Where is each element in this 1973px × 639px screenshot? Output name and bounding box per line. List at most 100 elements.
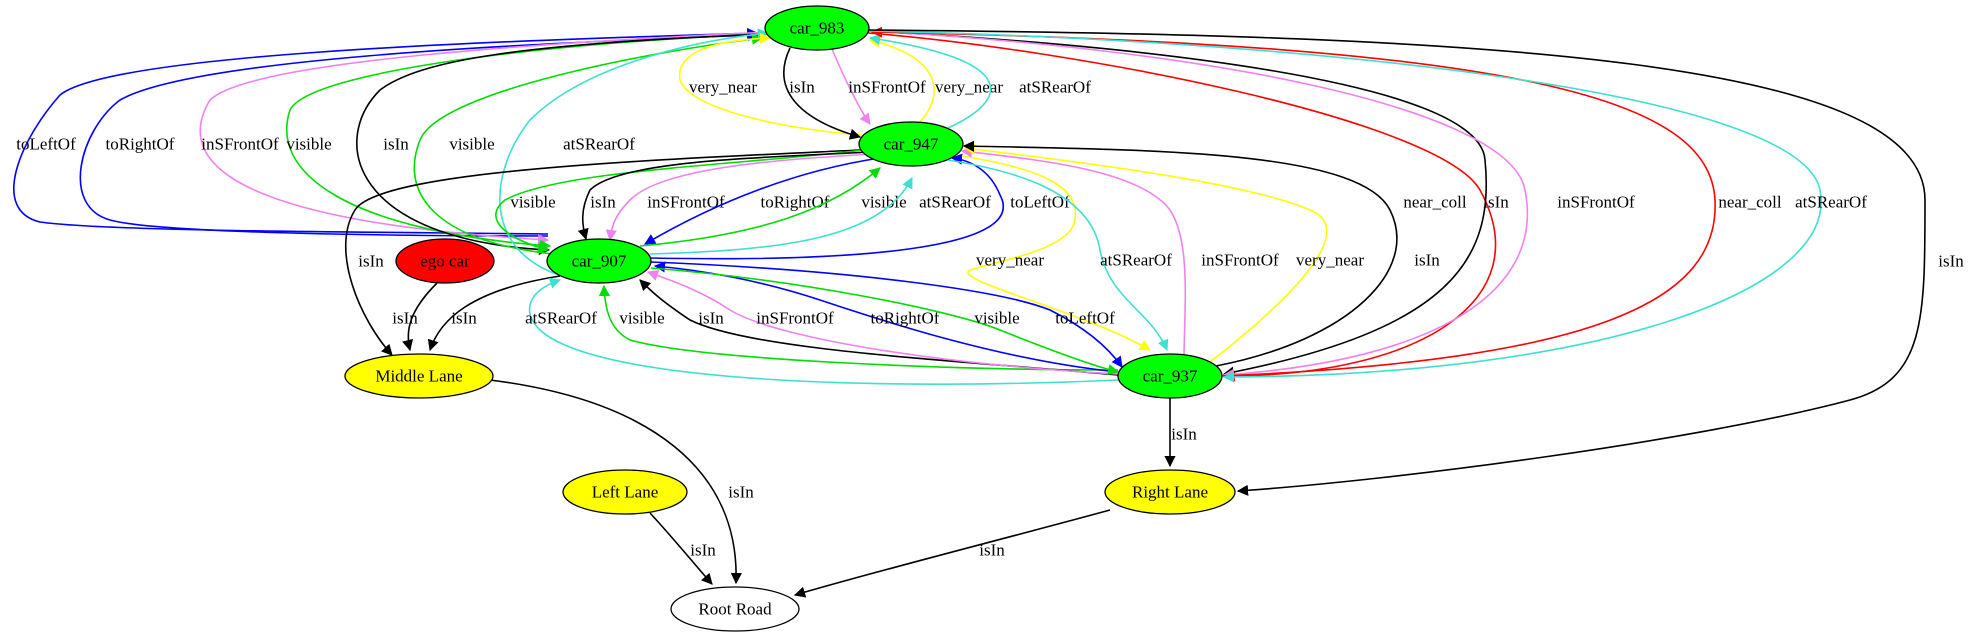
edge-line: [13, 27, 759, 235]
edge-label: isIn: [728, 483, 754, 502]
edge-line: [79, 29, 760, 237]
edge-label: visible: [286, 135, 331, 154]
edge-line: [495, 149, 865, 253]
edge-label: atSRearOf: [1100, 251, 1172, 270]
edge-car_983-to-car_947: inSFrontOf: [831, 48, 926, 125]
edge-label: inSFrontOf: [1201, 251, 1279, 270]
edge-label: isIn: [690, 541, 716, 560]
node-label: Middle Lane: [375, 367, 462, 386]
edge-label: toLeftOf: [16, 135, 76, 154]
edge-line: [947, 159, 1169, 352]
edge-car_907-to-car_947: atSRearOf: [649, 177, 991, 255]
edge-left_lane-to-root_road: isIn: [649, 512, 716, 585]
edge-line: [489, 379, 742, 585]
edge-car_947-to-car_907: toRightOf: [644, 157, 881, 245]
node-label: Left Lane: [592, 483, 659, 502]
edge-car_937-to-car_947: very_near: [963, 143, 1364, 363]
edge-label: isIn: [698, 309, 724, 328]
edge-line: [598, 284, 1119, 371]
node-label: car_937: [1143, 367, 1198, 386]
edge-car_937-to-car_907: inSFrontOf: [646, 270, 1119, 375]
edge-line: [356, 33, 769, 256]
edge-right_lane-to-root_road: isIn: [793, 509, 1111, 598]
edge-label: visible: [861, 193, 906, 212]
node-shape: [1104, 469, 1236, 515]
edge-line: [649, 177, 913, 255]
edge-label: visible: [510, 193, 555, 212]
node-shape: [670, 586, 800, 632]
edge-label: atSRearOf: [563, 135, 635, 154]
edge-line: [868, 37, 935, 123]
edge-car_947-to-middle_lane: isIn: [345, 149, 861, 356]
edge-label: near_coll: [1718, 193, 1782, 212]
node-shape: [395, 238, 495, 284]
node-car-983: car_983: [764, 5, 870, 51]
node-middle-lane: Middle Lane: [344, 353, 494, 399]
edge-ego_car-to-middle_lane: isIn: [392, 282, 438, 352]
node-shape: [562, 469, 688, 515]
edge-label: isIn: [789, 78, 815, 97]
edge-car_983-to-car_937: near_coll: [867, 32, 1497, 382]
edge-label: toRightOf: [106, 135, 175, 154]
edge-line: [528, 277, 1119, 385]
edge-label: inSFrontOf: [848, 78, 926, 97]
edge-car_937-to-car_947: inSFrontOf: [960, 146, 1279, 355]
edge-line: [402, 282, 438, 352]
edge-car_907-to-car_947: visible: [639, 167, 907, 247]
edge-car_907-to-middle_lane: isIn: [427, 275, 561, 352]
node-shape: [1117, 353, 1223, 399]
edge-line: [646, 270, 1119, 375]
edge-label: toRightOf: [871, 309, 940, 328]
edge-car_907-to-car_937: toLeftOf: [650, 261, 1123, 368]
edge-line: [650, 267, 1120, 375]
edge-line: [961, 155, 1151, 351]
edge-car_907-to-car_947: toLeftOf: [650, 153, 1070, 260]
edge-label: visible: [974, 309, 1019, 328]
edge-line: [639, 279, 1119, 376]
edge-car_937-to-car_907: toRightOf: [653, 261, 1119, 373]
edge-car_947-to-car_937: very_near: [961, 155, 1151, 351]
edge-line: [960, 146, 1187, 355]
edge-line: [650, 153, 1004, 260]
edge-label: isIn: [590, 193, 616, 212]
edge-line: [867, 32, 1497, 382]
edge-label: near_coll: [1403, 193, 1467, 212]
edge-car_937-to-car_907: visible: [598, 284, 1119, 371]
edge-line: [867, 29, 1926, 496]
node-left-lane: Left Lane: [562, 469, 688, 515]
edge-line: [793, 509, 1111, 598]
edge-car_947-to-car_983: very_near: [678, 32, 863, 136]
edge-label: atSRearOf: [919, 193, 991, 212]
node-label: Right Lane: [1132, 483, 1208, 502]
edge-car_947-to-car_983: atSRearOf: [868, 33, 1091, 129]
edge-car_947-to-car_937: atSRearOf: [947, 159, 1172, 352]
edge-label: isIn: [383, 135, 409, 154]
edge-line: [962, 140, 1398, 367]
edge-label: visible: [449, 135, 494, 154]
edge-label: isIn: [1414, 251, 1440, 270]
edge-line: [867, 30, 1529, 380]
edge-car_983-to-car_937: isIn: [867, 30, 1509, 378]
edge-label: atSRearOf: [1795, 193, 1867, 212]
edge-car_983-to-car_947: isIn: [783, 47, 862, 140]
node-car-947: car_947: [858, 121, 964, 167]
edge-line: [831, 48, 871, 125]
node-shape: [764, 5, 870, 51]
edge-line: [868, 33, 992, 129]
node-label: Root Road: [698, 600, 772, 619]
edge-car_947-to-car_907: inSFrontOf: [605, 153, 876, 242]
edge-label: isIn: [451, 309, 477, 328]
edge-line: [678, 32, 863, 136]
edge-car_937-to-right_lane: isIn: [1164, 398, 1197, 468]
edge-line: [199, 31, 769, 246]
edge-label: toLeftOf: [1010, 193, 1070, 212]
edge-label: isIn: [358, 252, 384, 271]
edge-car_983-to-car_937: atSRearOf: [867, 30, 1867, 383]
edge-line: [345, 149, 861, 356]
edge-label: very_near: [976, 251, 1044, 270]
node-shape: [546, 238, 652, 284]
edge-label: isIn: [1938, 252, 1964, 271]
edge-car_937-to-car_907: isIn: [639, 279, 1119, 376]
